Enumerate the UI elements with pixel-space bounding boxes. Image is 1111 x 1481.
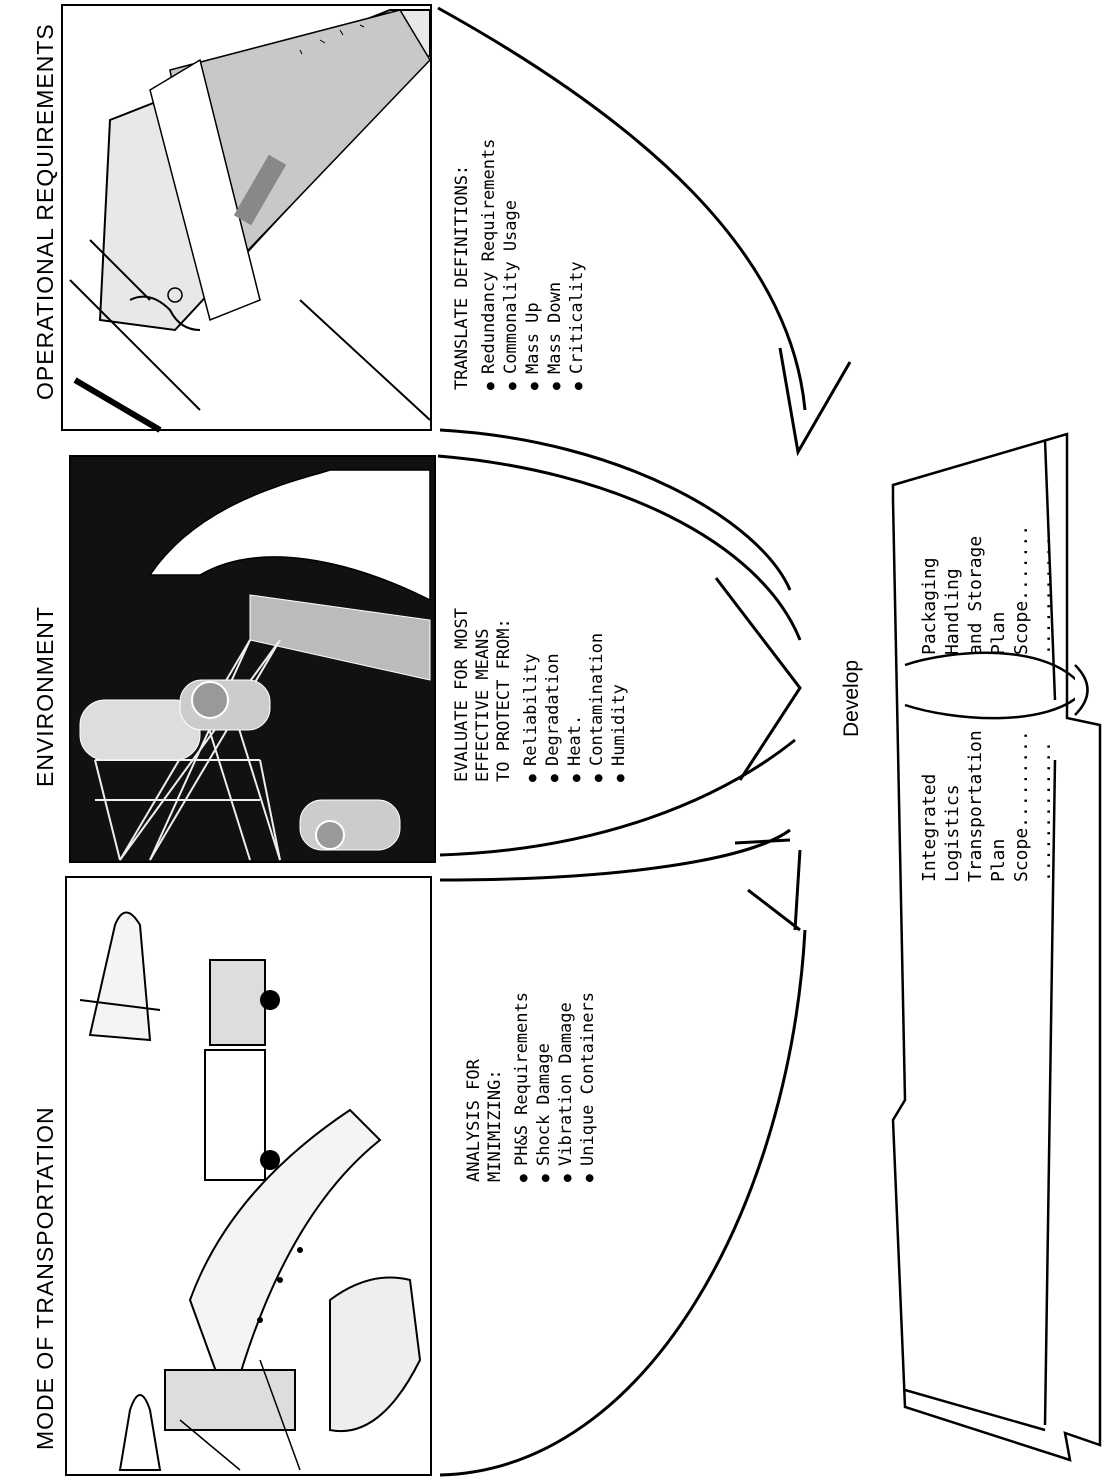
environment-intro-line: EFFECTIVE MEANS [473,628,493,782]
book-page-packaging-plan: Packaging Handling and Storage Plan Scop… [918,525,1056,655]
list-item: Redundancy Requirements [479,139,501,390]
list-item: Unique Containers [578,992,600,1182]
book-line: Transportation [965,730,986,882]
heading-operational-requirements: OPERATIONAL REQUIREMENTS [32,23,58,400]
transportation-bullet-list: PH&S Requirements Shock Damage Vibration… [512,992,600,1182]
operational-requirements-text: TRANSLATE DEFINITIONS: Redundancy Requir… [452,139,589,390]
operational-bullet-list: Redundancy Requirements Commonality Usag… [479,139,589,390]
book-line: ........... [1034,535,1055,655]
heading-environment: ENVIRONMENT [32,606,58,787]
environment-intro-line: TO PROTECT FROM: [494,618,514,782]
arrow-transportation [439,929,807,1477]
transportation-intro-line: ANALYSIS FOR [464,1059,484,1182]
environment-text: EVALUATE FOR MOST EFFECTIVE MEANS TO PRO… [452,608,631,782]
operational-intro-line: TRANSLATE DEFINITIONS: [452,164,472,390]
arrow-environment-lower [439,738,796,857]
environment-bullet-list: Reliability Degradation Heat. Contaminat… [521,608,631,782]
list-item: Criticality [567,139,589,390]
list-item: Vibration Damage [556,992,578,1182]
list-item: Reliability [521,608,543,782]
develop-label: Develop [840,659,863,737]
arrow-environment-upper [437,454,802,641]
list-item: Contamination [587,608,609,782]
book-line: Integrated [919,773,940,882]
list-item: PH&S Requirements [512,992,534,1182]
book-line: Handling [942,568,963,655]
book-line: ............. [1034,741,1055,882]
list-item: Commonality Usage [501,139,523,390]
book-line: Packaging [919,557,940,655]
book-line: Plan [988,611,1009,655]
transportation-illustration [65,876,432,1476]
list-item: Heat. [565,608,587,782]
list-item: Mass Down [545,139,567,390]
transportation-text: ANALYSIS FOR MINIMIZING: PH&S Requiremen… [464,992,600,1182]
arrowhead-transportation [747,888,801,932]
list-item: Mass Up [523,139,545,390]
list-item: Shock Damage [534,992,556,1182]
heading-mode-of-transportation: MODE OF TRANSPORTATION [32,1106,58,1450]
open-book-icon [891,432,1102,1462]
environment-intro-line: EVALUATE FOR MOST [452,608,472,782]
list-item: Degradation [543,608,565,782]
book-line: Logistics [942,784,963,882]
book-line: Scope....... [1011,524,1032,655]
arrowhead-operational [778,347,852,457]
flow-arrows [437,6,852,1477]
book-line: Scope......... [1011,730,1032,882]
list-item: Humidity [609,608,631,782]
operational-requirements-illustration [61,4,432,433]
transportation-intro-line: MINIMIZING: [485,1069,505,1182]
environment-illustration [69,455,436,863]
book-page-transportation-plan: Integrated Logistics Transportation Plan… [918,730,1056,882]
book-line: and Storage [965,535,986,655]
book-line: Plan [988,838,1009,882]
arrow-operational [437,6,807,411]
arrow-operational-lower [439,428,792,591]
arrow-transportation-upper [439,828,791,882]
arrowhead-environment [714,577,802,781]
